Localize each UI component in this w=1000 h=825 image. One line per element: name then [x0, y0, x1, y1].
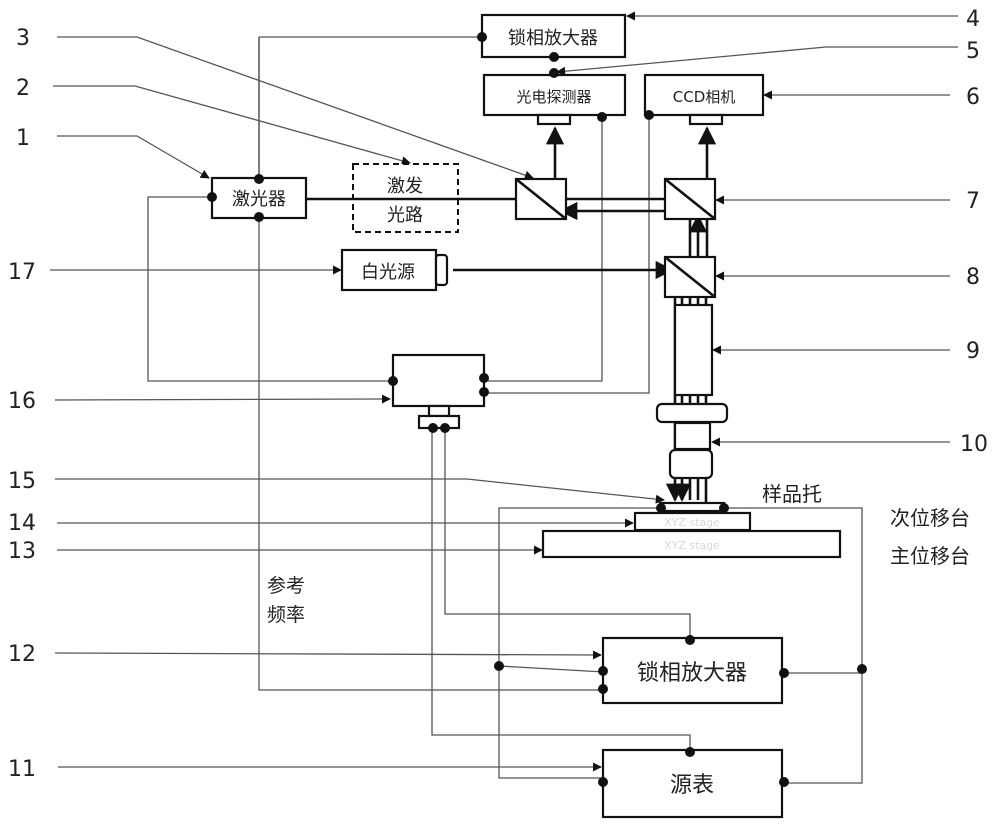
leader-12: [54, 650, 602, 660]
secondary-stage: XYZ stage: [633, 511, 752, 532]
detector-to-controller-wire: [484, 117, 603, 382]
callout-16: 16: [8, 389, 36, 414]
objective-10: [655, 402, 729, 480]
reference-frequency-wire: [258, 37, 604, 691]
primary-stage-label: 主位移台: [890, 544, 970, 568]
wiring: [147, 36, 863, 784]
sample-holder-label: 样品托: [762, 482, 822, 506]
callout-11: 11: [8, 757, 36, 782]
leader-5: [556, 46, 958, 76]
lockin-amplifier-bottom: 锁相放大器: [601, 636, 784, 705]
white-light-source: 白光源: [340, 248, 449, 292]
leader-15: [55, 478, 665, 504]
callout-3: 3: [16, 26, 30, 51]
photodetector: 光电探测器: [482, 73, 627, 126]
source-meter-label: 源表: [670, 773, 714, 798]
annotations: 参考 频率 样品托 次位移台 主位移台: [267, 482, 970, 626]
callout-9: 9: [966, 339, 980, 364]
ccd-camera: CCD相机: [643, 73, 765, 126]
callout-15: 15: [8, 469, 36, 494]
controller-to-sourcemeter-wire: [431, 428, 691, 752]
lockin-bottom-label: 锁相放大器: [637, 661, 747, 686]
white-light-label: 白光源: [361, 262, 415, 283]
sample-right-wire: [724, 507, 863, 784]
beam-splitter-3: [514, 177, 568, 221]
laser: 激光器: [210, 176, 308, 220]
callout-4: 4: [966, 7, 980, 32]
callout-14: 14: [8, 511, 36, 536]
controller-to-lockin-wire: [444, 428, 691, 640]
callout-10: 10: [960, 432, 988, 457]
leader-2: [53, 85, 411, 166]
reference-frequency-label-2: 频率: [267, 604, 305, 626]
sample-holder: [658, 501, 726, 513]
callout-8: 8: [966, 265, 980, 290]
laser-to-controller-wire: [147, 196, 393, 382]
callout-13: 13: [8, 539, 36, 564]
beam-splitter-7: [663, 177, 717, 221]
leader-1: [57, 135, 210, 179]
connection-dots: [207, 32, 867, 787]
callout-5: 5: [966, 39, 980, 64]
ccd-to-controller-wire: [484, 115, 650, 394]
callout-2: 2: [16, 76, 30, 101]
beam-splitter-8: [663, 255, 717, 299]
excitation-label-1: 激发: [387, 176, 423, 197]
callout-12: 12: [8, 642, 36, 667]
stage-inner-label: XYZ stage: [664, 516, 720, 529]
stage-outer-label: XYZ stage: [664, 539, 720, 552]
callout-7: 7: [966, 189, 980, 214]
excitation-label-2: 光路: [387, 205, 423, 226]
source-meter: 源表: [601, 748, 784, 819]
primary-stage: XYZ stage: [541, 529, 842, 559]
callout-numbers: 3 2 1 4 5 6 7 8 9 10 17 16 15 14 13 12 1…: [8, 7, 988, 782]
callout-leaders: [50, 11, 958, 772]
scan-controller-16: [391, 353, 486, 430]
secondary-stage-label: 次位移台: [890, 506, 970, 530]
sample-left-wire: [498, 507, 660, 779]
lockin-amplifier-top: 锁相放大器: [480, 13, 627, 59]
ccd-camera-label: CCD相机: [673, 88, 736, 106]
lockin-top-label: 锁相放大器: [508, 28, 598, 49]
sample-to-lockin-wire: [498, 665, 605, 673]
callout-17: 17: [8, 260, 36, 285]
leader-3: [57, 36, 534, 180]
callout-1: 1: [16, 126, 30, 151]
lens-tube-9: [673, 303, 714, 397]
callout-6: 6: [966, 85, 980, 110]
leader-16: [54, 394, 391, 404]
reference-frequency-label-1: 参考: [267, 575, 305, 597]
photodetector-label: 光电探测器: [516, 88, 591, 106]
laser-label: 激光器: [232, 189, 286, 210]
excitation-optical-path: 激发 光路: [352, 163, 459, 233]
